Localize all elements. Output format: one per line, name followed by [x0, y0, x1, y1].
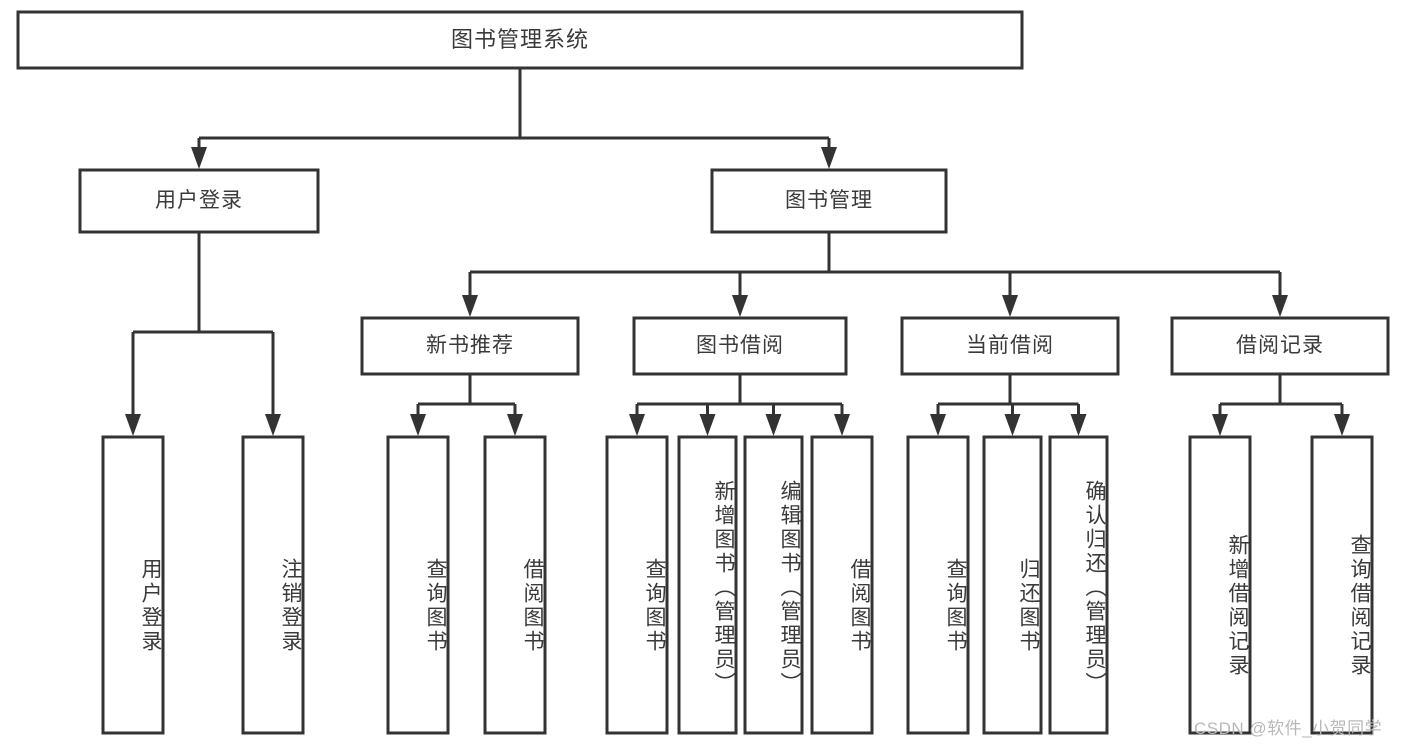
arrow-当前借阅-to-leaf-10 — [1070, 414, 1087, 436]
node-box-leaf-4[interactable] — [605, 435, 669, 735]
node-box-root[interactable] — [16, 10, 1024, 70]
node-box-level2-2[interactable] — [900, 316, 1120, 376]
node-box-layer — [16, 10, 1390, 735]
arrow-图书借阅-to-leaf-7 — [834, 414, 850, 436]
arrow-新书推荐-to-leaf-3 — [507, 414, 523, 436]
arrow-图书借阅-to-leaf-4 — [629, 414, 645, 436]
node-box-leaf-2[interactable] — [386, 435, 450, 735]
node-box-leaf-6[interactable] — [743, 435, 804, 735]
arrow-root-to-level1-0 — [191, 147, 207, 169]
arrow-新书推荐-to-leaf-2 — [410, 414, 426, 436]
node-box-leaf-9[interactable] — [982, 435, 1043, 735]
connector-layer — [125, 68, 1350, 436]
node-box-leaf-1[interactable] — [241, 435, 305, 735]
node-box-leaf-11[interactable] — [1188, 435, 1252, 735]
node-box-leaf-8[interactable] — [906, 435, 970, 735]
node-box-leaf-3[interactable] — [483, 435, 547, 735]
node-box-level2-3[interactable] — [1170, 316, 1390, 376]
arrow-当前借阅-to-leaf-8 — [930, 414, 946, 436]
node-box-level2-1[interactable] — [632, 316, 848, 376]
node-box-leaf-12[interactable] — [1310, 435, 1374, 735]
arrow-level1-to-level2-2 — [1002, 295, 1018, 317]
arrow-level1-to-level2-0 — [462, 295, 478, 317]
arrow-图书借阅-to-leaf-5 — [699, 414, 716, 436]
arrow-root-to-level1-1 — [821, 147, 837, 169]
node-box-level2-0[interactable] — [360, 316, 580, 376]
node-box-leaf-10[interactable] — [1048, 435, 1109, 735]
arrow-用户登录-to-leaf-0 — [125, 414, 141, 436]
csdn-watermark: CSDN @软件_小贺同学 — [1194, 719, 1383, 738]
node-box-level1-1[interactable] — [710, 168, 948, 234]
node-box-leaf-0[interactable] — [101, 435, 165, 735]
arrow-借阅记录-to-leaf-12 — [1334, 414, 1350, 436]
node-box-leaf-7[interactable] — [810, 435, 874, 735]
arrow-借阅记录-to-leaf-11 — [1212, 414, 1228, 436]
node-box-leaf-5[interactable] — [677, 435, 738, 735]
arrow-level1-to-level2-3 — [1272, 295, 1288, 317]
arrow-图书借阅-to-leaf-6 — [765, 414, 782, 436]
arrow-当前借阅-to-leaf-9 — [1004, 414, 1021, 436]
arrow-用户登录-to-leaf-1 — [265, 414, 281, 436]
node-box-level1-0[interactable] — [78, 168, 320, 234]
arrow-level1-to-level2-1 — [732, 295, 748, 317]
